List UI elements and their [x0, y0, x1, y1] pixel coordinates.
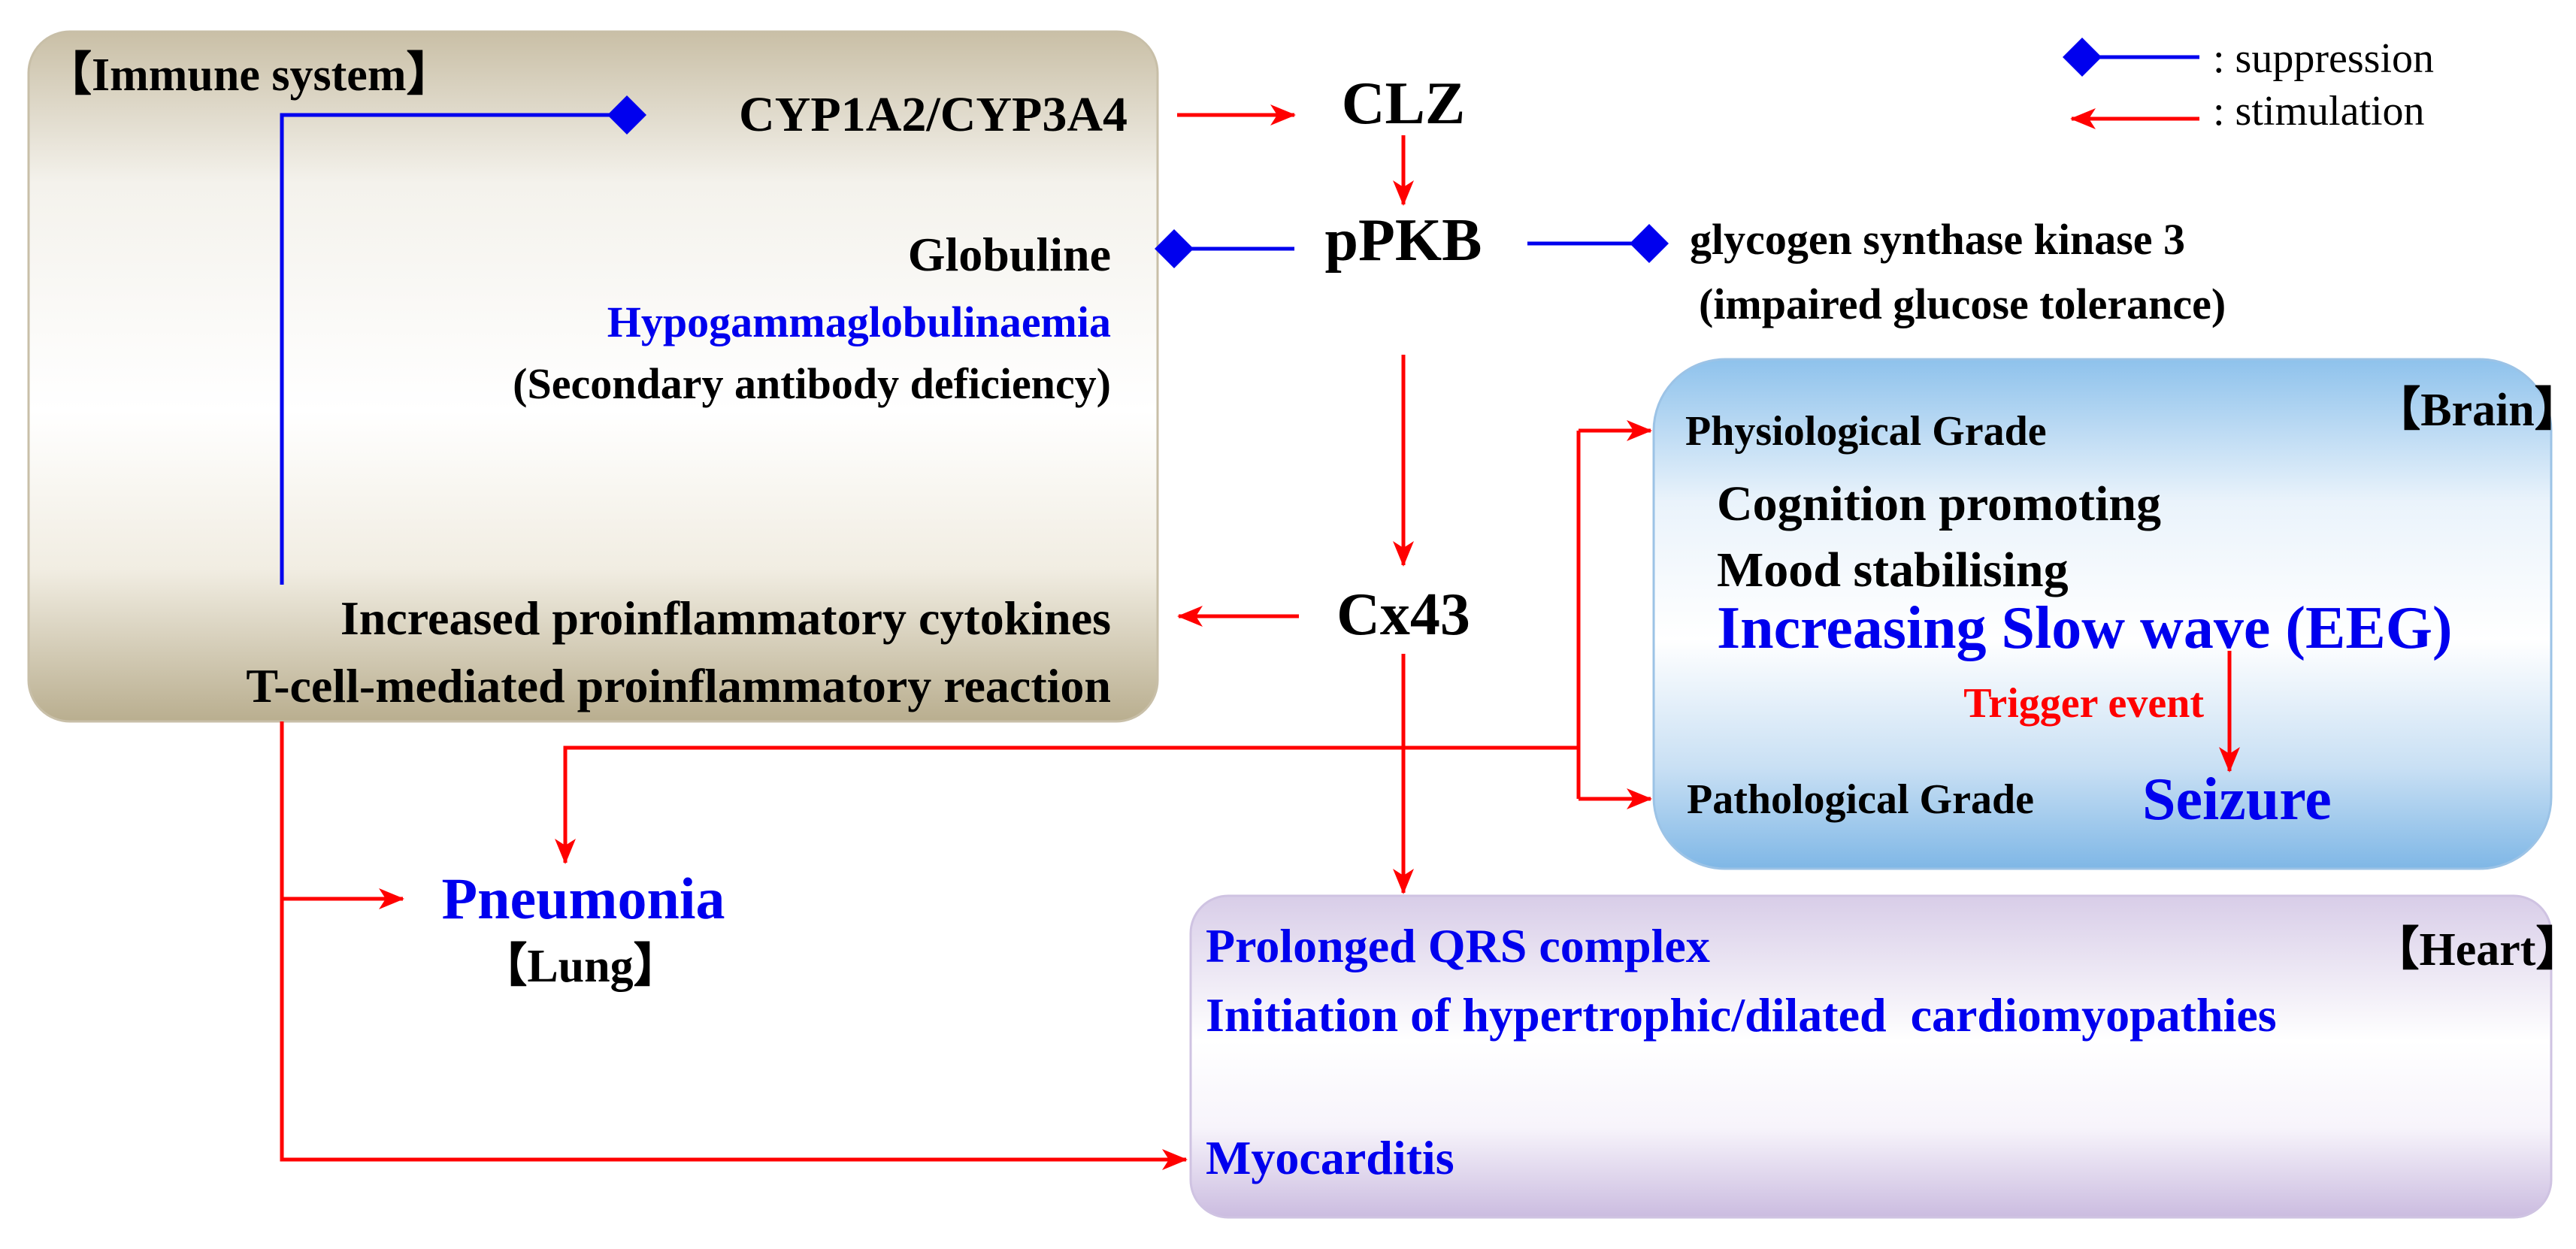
physiological-grade-label: Physiological Grade — [1685, 408, 2047, 455]
hypogammaglobulinaemia-label: Hypogammaglobulinaemia — [607, 298, 1111, 346]
pneumonia-label: Pneumonia — [441, 866, 725, 931]
seizure-label: Seizure — [2142, 767, 2332, 833]
cx43-label: Cx43 — [1336, 582, 1470, 648]
brain-box — [1652, 358, 2553, 870]
cyp-label: CYP1A2/CYP3A4 — [739, 87, 1128, 142]
brain-title: 【Brain】 — [2374, 385, 2576, 436]
cardiomyopathy-label: Initiation of hypertrophic/dilated cardi… — [1206, 988, 2277, 1042]
mood-stabilising-label: Mood stabilising — [1717, 543, 2069, 597]
brain-to-pneumonia-arrow — [555, 745, 1403, 864]
clz-label: CLZ — [1342, 71, 1466, 137]
lung-title: 【Lung】 — [480, 941, 680, 992]
legend-stimulation-label: : stimulation — [2213, 88, 2425, 135]
immune-to-myocarditis-arrow — [280, 721, 1188, 1170]
immune-system-title: 【Immune system】 — [45, 50, 453, 101]
pathological-grade-label: Pathological Grade — [1687, 776, 2034, 823]
impaired-glucose-label: (impaired glucose tolerance) — [1699, 280, 2226, 328]
heart-title: 【Heart】 — [2373, 924, 2576, 975]
gsk3-label: glycogen synthase kinase 3 — [1690, 215, 2185, 264]
cyp-suppresses-cytokines-line — [280, 95, 646, 585]
heart-box — [1189, 894, 2553, 1219]
myocarditis-label: Myocarditis — [1206, 1131, 1454, 1184]
cognition-promoting-label: Cognition promoting — [1717, 476, 2161, 531]
tcell-label: T-cell-mediated proinflammatory reaction — [246, 659, 1111, 712]
ppkb-label: pPKB — [1325, 207, 1482, 274]
cytokines-label: Increased proinflammatory cytokines — [341, 591, 1111, 645]
slow-wave-label: Increasing Slow wave (EEG) — [1717, 595, 2453, 661]
immune-system-box — [27, 30, 1159, 723]
secondary-antibody-label: (Secondary antibody deficiency) — [513, 359, 1111, 408]
prolonged-qrs-label: Prolonged QRS complex — [1206, 919, 1710, 972]
legend-suppression-label: : suppression — [2213, 35, 2434, 82]
trigger-event-label: Trigger event — [1963, 680, 2204, 727]
globuline-label: Globuline — [908, 228, 1111, 281]
